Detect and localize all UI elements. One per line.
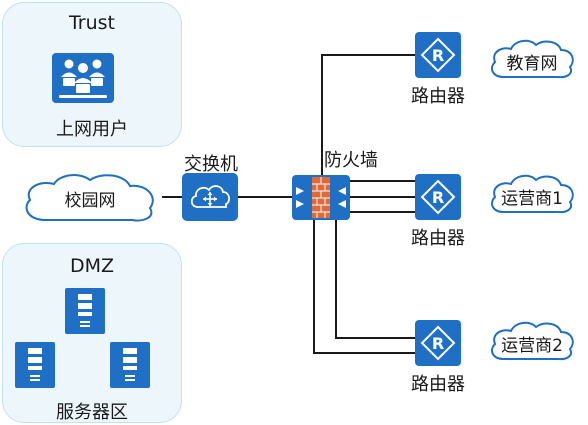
- campus-cloud-label: 校园网: [64, 191, 116, 211]
- switch-label: 交换机: [184, 154, 238, 175]
- firewall-label: 防火墙: [324, 150, 378, 171]
- server-icon: [15, 342, 55, 388]
- link-firewall-router-bottom-2: [313, 220, 415, 354]
- server-icon: [110, 342, 150, 388]
- svg-text:R: R: [432, 188, 444, 207]
- dmz-zone-subtitle: 服务器区: [56, 402, 128, 423]
- isp2-cloud: [491, 321, 574, 361]
- isp1-cloud: [491, 174, 574, 214]
- server-icon: [65, 288, 105, 334]
- router-mid-label: 路由器: [411, 228, 465, 249]
- link-firewall-router-top: [321, 54, 415, 175]
- trust-zone-subtitle: 上网用户: [56, 119, 128, 140]
- isp1-cloud-label: 运营商1: [501, 189, 563, 209]
- education-cloud-label: 教育网: [506, 54, 558, 74]
- router-top-label: 路由器: [411, 86, 465, 107]
- link-firewall-router-bottom-1: [335, 220, 415, 339]
- router-bottom-label: 路由器: [411, 374, 465, 395]
- users-group-icon: [52, 53, 114, 103]
- svg-text:R: R: [432, 334, 444, 353]
- router-icon: R: [415, 320, 461, 366]
- router-icon: R: [415, 174, 461, 220]
- router-icon: R: [415, 32, 461, 78]
- education-cloud: [491, 39, 574, 79]
- dmz-zone-title: DMZ: [69, 255, 115, 277]
- switch-icon: [182, 173, 238, 221]
- campus-cloud: [25, 174, 154, 222]
- trust-zone-title: Trust: [68, 12, 115, 34]
- firewall-icon: [292, 175, 350, 220]
- isp2-cloud-label: 运营商2: [501, 336, 563, 356]
- svg-text:R: R: [432, 46, 444, 65]
